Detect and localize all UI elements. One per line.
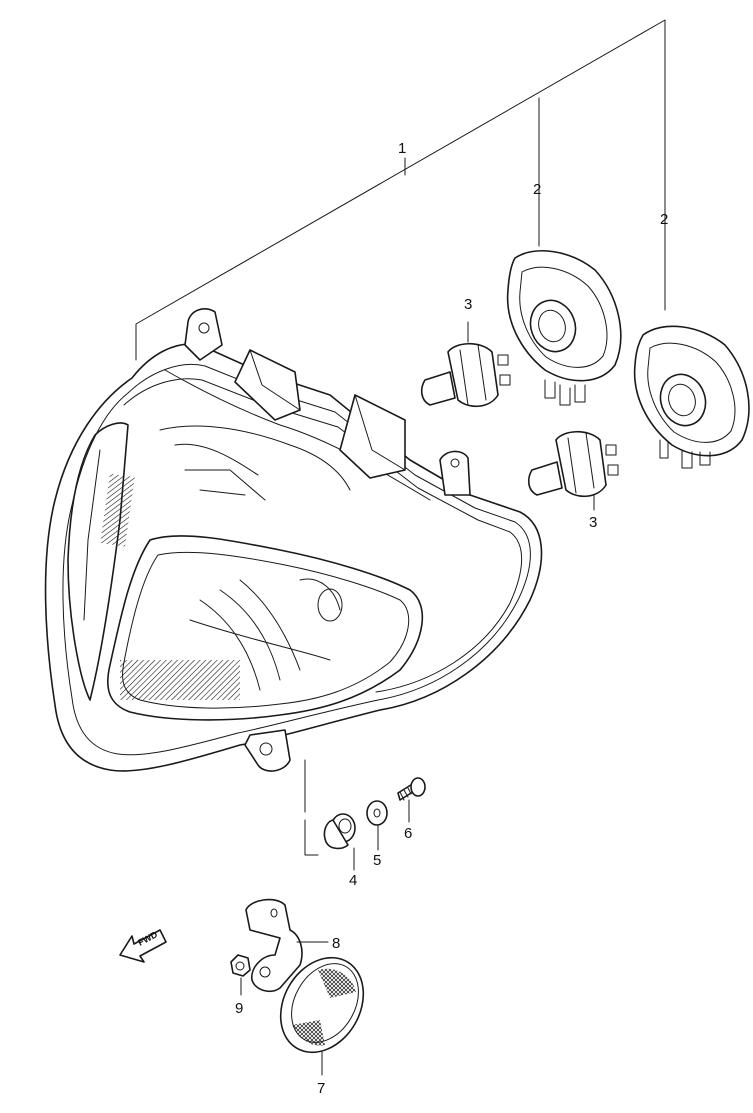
callout-6: 6 xyxy=(404,825,412,842)
callout-3-lower: 3 xyxy=(589,514,597,531)
callout-3-upper: 3 xyxy=(464,296,472,313)
bracket-leader xyxy=(304,759,319,856)
socket-right xyxy=(633,325,750,469)
callout-1: 1 xyxy=(398,140,406,157)
callout-8: 8 xyxy=(332,935,340,952)
reflector xyxy=(279,956,365,1076)
screw xyxy=(397,777,426,823)
leader-lines-top xyxy=(135,19,666,361)
callout-numbers: 1 2 2 3 3 4 5 6 7 8 9 xyxy=(235,140,668,1097)
reflector-bracket xyxy=(245,898,329,992)
callout-5: 5 xyxy=(373,852,381,869)
callout-9: 9 xyxy=(235,1000,243,1017)
washer xyxy=(366,800,388,851)
nut xyxy=(230,954,251,996)
bulb-upper xyxy=(420,321,511,408)
fwd-arrow-icon: FWD xyxy=(119,929,167,963)
grommet xyxy=(323,813,356,871)
bulb-lower xyxy=(527,430,619,511)
callout-2-right: 2 xyxy=(660,211,668,228)
callout-4: 4 xyxy=(349,872,357,889)
callout-7: 7 xyxy=(317,1080,325,1097)
callout-2-left: 2 xyxy=(533,181,541,198)
socket-left xyxy=(506,250,622,406)
headlamp-housing xyxy=(44,308,543,772)
